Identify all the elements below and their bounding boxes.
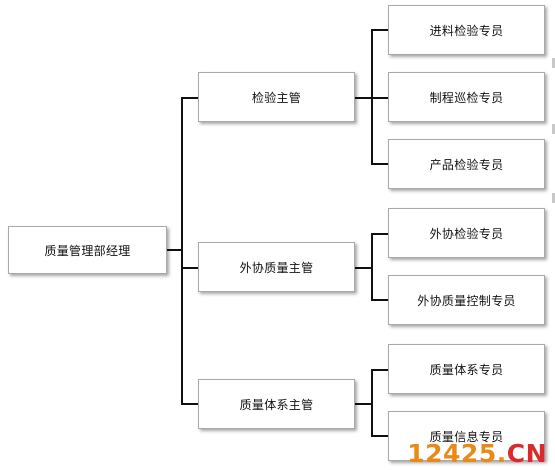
watermark-number: 12425 bbox=[407, 439, 497, 468]
connector-specialist-1-2 bbox=[371, 97, 388, 99]
connector-manager-2-spine bbox=[371, 233, 373, 301]
connector-root-spine bbox=[181, 97, 183, 405]
watermark-logo: 12425.CN bbox=[407, 441, 547, 466]
node-specialist-outsourcing-inspection: 外协检验专员 bbox=[388, 208, 545, 258]
connector-specialist-3-1 bbox=[371, 369, 388, 371]
node-root: 质量管理部经理 bbox=[8, 226, 167, 274]
node-manager-inspection: 检验主管 bbox=[198, 72, 355, 122]
node-manager-outsourcing-quality: 外协质量主管 bbox=[198, 242, 355, 292]
connector-specialist-2-1 bbox=[371, 233, 388, 235]
connector-root-out bbox=[167, 249, 183, 251]
edge-mark bbox=[552, 193, 555, 203]
connector-root-to-manager-3 bbox=[181, 403, 199, 405]
connector-specialist-2-2 bbox=[371, 299, 388, 301]
node-specialist-quality-information: 质量信息专员 bbox=[388, 411, 545, 461]
connector-specialist-1-1 bbox=[371, 29, 388, 31]
node-specialist-incoming-inspection: 进料检验专员 bbox=[388, 5, 545, 55]
watermark-tld: CN bbox=[506, 439, 547, 468]
connector-manager-2-out bbox=[355, 267, 373, 269]
connector-manager-1-out bbox=[355, 97, 373, 99]
connector-manager-3-out bbox=[355, 403, 373, 405]
edge-mark bbox=[552, 124, 555, 134]
node-specialist-outsourcing-quality-control: 外协质量控制专员 bbox=[388, 275, 545, 325]
edge-mark bbox=[552, 58, 555, 68]
node-specialist-quality-system: 质量体系专员 bbox=[388, 344, 545, 394]
connector-root-to-manager-2 bbox=[181, 267, 199, 269]
watermark-dot: . bbox=[496, 439, 507, 468]
connector-specialist-3-2 bbox=[371, 435, 388, 437]
node-specialist-process-patrol-inspection: 制程巡检专员 bbox=[388, 72, 545, 122]
connector-specialist-1-3 bbox=[371, 163, 388, 165]
connector-root-to-manager-1 bbox=[181, 97, 199, 99]
node-manager-quality-system: 质量体系主管 bbox=[198, 379, 355, 429]
connector-manager-3-spine bbox=[371, 369, 373, 437]
node-specialist-product-inspection: 产品检验专员 bbox=[388, 139, 545, 189]
